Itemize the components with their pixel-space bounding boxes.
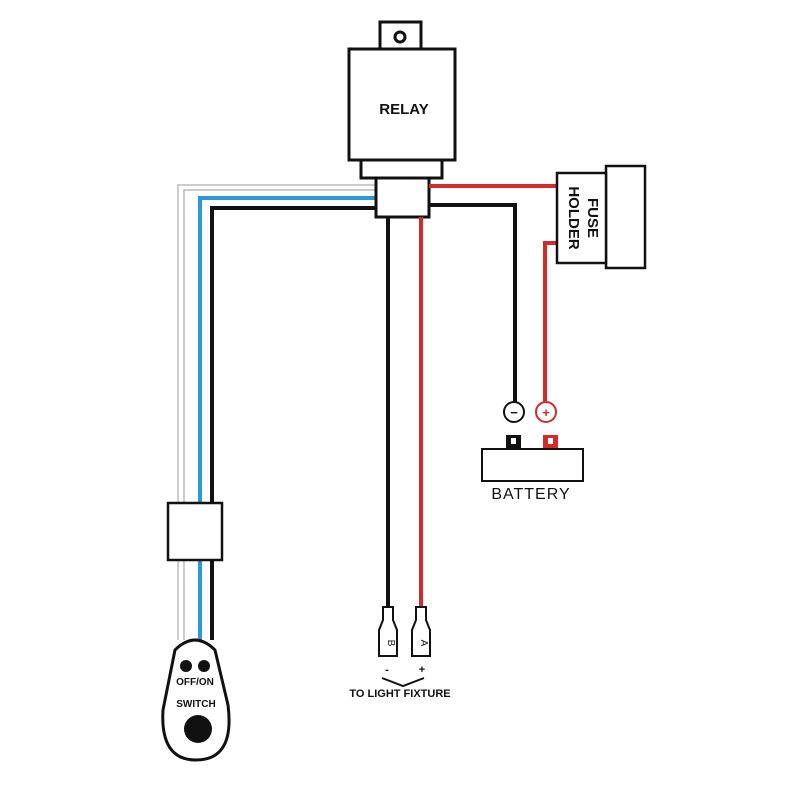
mounting-hole-icon (393, 30, 407, 44)
positive-terminal-icon (535, 401, 557, 423)
svg-text:−: − (510, 405, 518, 420)
fixture-brace (381, 677, 425, 688)
connector-b: B (378, 606, 398, 657)
relay-socket (374, 176, 431, 219)
switch-label-2: SWITCH (176, 699, 215, 710)
battery-label: BATTERY (491, 486, 570, 503)
relay: RELAY (347, 20, 457, 219)
red-wire-battery (543, 241, 557, 402)
svg-text:+: + (542, 405, 550, 420)
switch-label-1: OFF/ON (176, 677, 214, 688)
fixture-label: TO LIGHT FIXTURE (349, 688, 450, 700)
indicator-dot-icon (198, 660, 210, 672)
svg-text:A: A (418, 640, 429, 647)
relay-label: RELAY (379, 101, 428, 118)
black-wire-battery (429, 203, 517, 402)
negative-terminal-icon (503, 401, 525, 423)
fuse-holder: FUSE HOLDER (555, 164, 647, 270)
fuse-label-2: HOLDER (565, 186, 582, 250)
connector-a: A (411, 606, 431, 657)
switch-wires (177, 184, 376, 640)
inline-connector (166, 501, 224, 562)
battery: − + BATTERY (481, 401, 584, 503)
svg-text:+: + (419, 664, 425, 676)
svg-text:-: - (385, 664, 389, 676)
fuse-label-1: FUSE (584, 198, 601, 238)
off-on-switch[interactable]: OFF/ON SWITCH (161, 638, 231, 762)
indicator-dot-icon (180, 660, 192, 672)
switch-button[interactable] (184, 715, 212, 743)
svg-text:B: B (385, 640, 396, 647)
relay-tab (378, 20, 423, 52)
battery-body (481, 448, 584, 482)
